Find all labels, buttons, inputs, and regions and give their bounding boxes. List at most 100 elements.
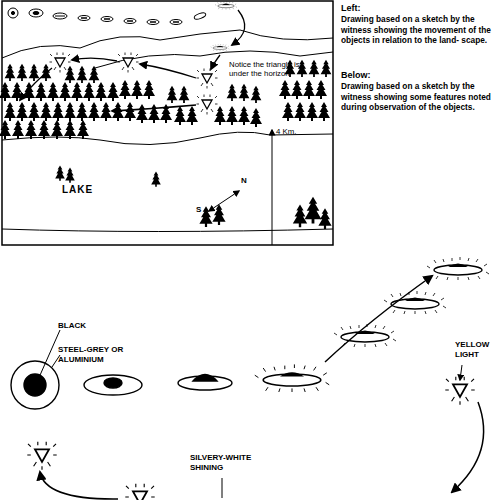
forest	[89, 66, 100, 83]
disc-object	[29, 9, 43, 17]
caption-heading: Left:	[341, 3, 361, 13]
forest	[65, 168, 75, 183]
disc-object	[173, 21, 179, 23]
triangle-object	[27, 442, 56, 470]
motion-arrow	[140, 64, 196, 78]
motion-arrow	[112, 105, 196, 111]
north-south-arrow	[209, 191, 239, 211]
disc-object	[101, 17, 113, 22]
forest	[148, 104, 160, 123]
forest	[95, 82, 107, 101]
disc-object	[84, 375, 142, 395]
forest	[282, 102, 294, 121]
forest	[250, 108, 262, 127]
forest	[64, 102, 76, 121]
disc-object	[150, 21, 156, 23]
motion-arrow	[211, 55, 220, 69]
annotation: Notice the triangle is under the horizon	[229, 60, 307, 78]
forest	[107, 82, 119, 101]
forest	[12, 120, 24, 139]
disc-object	[170, 20, 182, 25]
forest	[238, 106, 250, 125]
disc-object	[104, 18, 110, 20]
distance-label: 4 Km.	[276, 127, 296, 136]
saucer-object	[384, 291, 446, 314]
compass-letter: N	[241, 176, 247, 186]
triangle-object	[197, 95, 218, 115]
motion-arrow	[232, 10, 245, 45]
caption-text: Drawing based on a sketch by the witness…	[341, 14, 498, 46]
forest	[174, 106, 186, 125]
disc-object	[81, 17, 87, 19]
disc-object	[127, 20, 133, 22]
disc-object	[11, 361, 232, 409]
caption-heading: Below:	[341, 70, 371, 80]
feature-label: SILVERY-WHITE SHINING	[190, 453, 270, 472]
disc-object	[194, 12, 207, 21]
forest	[251, 86, 262, 103]
north-south-arrow	[209, 191, 239, 211]
disc-object	[147, 20, 159, 25]
forest	[226, 106, 238, 125]
disc-object	[104, 378, 122, 388]
forest	[76, 102, 88, 121]
triangle-object	[50, 53, 218, 115]
forest	[29, 64, 40, 81]
disc-object	[215, 1, 237, 9]
forest	[119, 80, 131, 99]
disc-object	[55, 16, 65, 17]
forest	[52, 102, 64, 121]
motion-arrow	[325, 276, 432, 362]
forest	[151, 172, 161, 187]
hill-line	[2, 30, 333, 232]
forest	[17, 64, 28, 81]
forest	[294, 102, 306, 121]
forest	[318, 208, 331, 229]
triangle-object	[197, 69, 218, 89]
disc-object	[193, 375, 217, 382]
forest	[25, 120, 37, 139]
triangle-object	[118, 53, 139, 73]
disc-object	[11, 11, 14, 14]
forest	[77, 66, 88, 83]
forest	[51, 120, 63, 139]
forest	[179, 86, 190, 103]
forest	[293, 204, 307, 227]
forest	[5, 64, 16, 81]
leader-line	[37, 330, 462, 498]
forest	[186, 106, 198, 125]
forest	[321, 60, 332, 77]
saucer-object	[255, 257, 489, 392]
forest	[35, 82, 47, 101]
motion-arrow	[452, 402, 484, 492]
forest	[65, 66, 76, 83]
disc-object	[8, 1, 237, 51]
caption-text: Drawing based on a sketch by the witness…	[341, 81, 498, 113]
forest	[124, 102, 136, 121]
forest	[0, 120, 11, 139]
forest	[318, 102, 330, 121]
disc-object	[33, 12, 39, 15]
forest	[100, 102, 112, 121]
leader-line	[460, 365, 462, 380]
disc-object	[124, 19, 136, 24]
landscape-frame	[2, 1, 333, 245]
motion-arrow	[20, 68, 52, 100]
disc-object	[11, 361, 59, 409]
landscape-frame	[2, 1, 333, 245]
compass-letter: S	[196, 205, 201, 215]
saucer-object	[427, 257, 489, 280]
disc-object	[53, 13, 67, 19]
feature-label: STEEL-GREY OR ALUMINIUM	[58, 345, 138, 364]
forest	[315, 80, 327, 99]
triangle-object	[27, 377, 474, 500]
motion-arrow	[40, 472, 118, 499]
forest	[0, 60, 332, 229]
forest	[131, 80, 143, 99]
forest	[291, 80, 303, 99]
place-label: LAKE	[62, 184, 93, 196]
forest	[143, 80, 155, 99]
distance-line	[272, 130, 273, 245]
motion-arrow	[20, 10, 245, 111]
